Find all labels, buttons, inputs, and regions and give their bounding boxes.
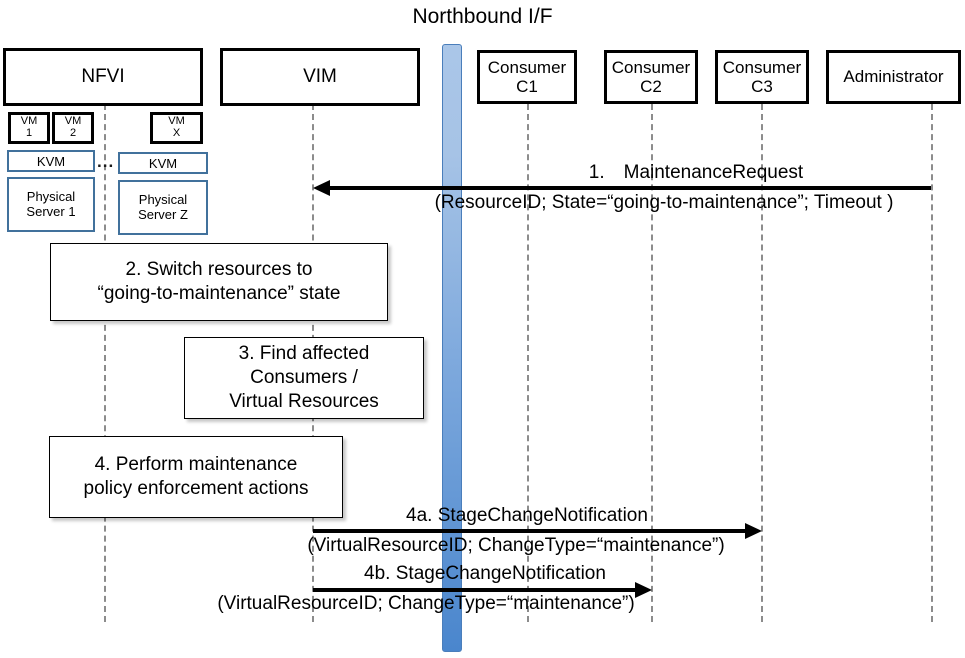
lifeline-c3 <box>761 104 763 622</box>
actor-consumer-c3[interactable]: Consumer C3 <box>715 50 809 104</box>
vm-box-x-line1: VM <box>168 115 185 128</box>
message-1-params: (ResourceID; State=“going-to-maintenance… <box>434 192 894 213</box>
step-4-box[interactable]: 4. Perform maintenance policy enforcemen… <box>49 436 343 518</box>
page-title: Northbound I/F <box>412 5 553 28</box>
northbound-interface-bar <box>442 44 462 652</box>
actor-vim-label: VIM <box>303 66 337 88</box>
step-4-line2: policy enforcement actions <box>83 478 309 499</box>
actor-consumer-c2-label-line1: Consumer <box>611 57 691 77</box>
vm-box-x-line2: X <box>172 127 181 139</box>
physical-server-z[interactable]: Physical Server Z <box>118 180 208 235</box>
physical-server-z-line1: Physical <box>138 191 188 207</box>
actor-consumer-c1[interactable]: Consumer C1 <box>477 50 577 104</box>
vm-box-x[interactable]: VM X <box>150 112 203 144</box>
message-4a-title: 4a. StageChangeNotification <box>406 505 648 526</box>
vm-box-2-line2: 2 <box>69 127 77 139</box>
message-4b-title: 4b. StageChangeNotification <box>364 563 606 584</box>
hypervisor-kvm-1-label: KVM <box>36 153 66 169</box>
actor-vim[interactable]: VIM <box>220 48 420 106</box>
actor-consumer-c3-label-line2: C3 <box>751 77 773 96</box>
physical-server-1-line1: Physical <box>26 188 76 204</box>
step-3-line1: 3. Find affected <box>238 342 370 364</box>
message-1-line <box>330 186 931 190</box>
lifeline-c2 <box>651 104 653 622</box>
actor-consumer-c1-label-line2: C1 <box>516 77 538 96</box>
actor-consumer-c3-label-line1: Consumer <box>722 57 802 77</box>
message-4b-arrowhead <box>635 582 652 598</box>
step-4-line1: 4. Perform maintenance <box>94 453 298 475</box>
physical-server-1-line2: Server 1 <box>26 203 76 219</box>
vm-box-2[interactable]: VM 2 <box>52 112 94 144</box>
vm-box-1[interactable]: VM 1 <box>8 112 50 144</box>
step-2-box[interactable]: 2. Switch resources to “going-to-mainten… <box>50 243 388 321</box>
actor-consumer-c2[interactable]: Consumer C2 <box>604 50 698 104</box>
message-4a-line <box>313 529 745 533</box>
stack-ellipsis: ... <box>97 152 115 171</box>
hypervisor-kvm-1[interactable]: KVM <box>7 150 95 172</box>
hypervisor-kvm-2[interactable]: KVM <box>118 152 208 174</box>
message-4b-line <box>313 588 635 592</box>
actor-nfvi[interactable]: NFVI <box>3 48 203 106</box>
step-3-line2: Consumers / <box>250 366 358 388</box>
actor-nfvi-label: NFVI <box>81 66 125 88</box>
physical-server-1[interactable]: Physical Server 1 <box>7 177 95 232</box>
message-1-arrowhead <box>313 180 330 196</box>
message-1-title: 1. MaintenanceRequest <box>588 162 804 183</box>
hypervisor-kvm-2-label: KVM <box>148 155 178 171</box>
message-4b-params: (VirtualResourceID; ChangeType=“maintena… <box>217 593 635 614</box>
actor-consumer-c2-label-line2: C2 <box>640 77 662 96</box>
step-3-box[interactable]: 3. Find affected Consumers / Virtual Res… <box>184 337 424 419</box>
step-2-line1: 2. Switch resources to <box>125 258 313 280</box>
step-3-line3: Virtual Resources <box>229 391 379 413</box>
actor-consumer-c1-label-line1: Consumer <box>487 57 567 77</box>
lifeline-admin <box>931 104 933 622</box>
actor-administrator[interactable]: Administrator <box>826 50 961 104</box>
step-2-line2: “going-to-maintenance” state <box>97 283 341 304</box>
physical-server-z-line2: Server Z <box>138 206 188 222</box>
message-4a-arrowhead <box>745 523 762 539</box>
message-4a-params: (VirtualResourceID; ChangeType=“maintena… <box>307 535 725 556</box>
vm-box-1-line1: VM <box>20 115 38 128</box>
vm-box-2-line1: VM <box>64 115 82 128</box>
vm-box-1-line2: 1 <box>25 127 33 139</box>
lifeline-c1 <box>527 104 529 622</box>
lifeline-nfvi <box>104 104 106 622</box>
actor-administrator-label: Administrator <box>843 67 944 87</box>
